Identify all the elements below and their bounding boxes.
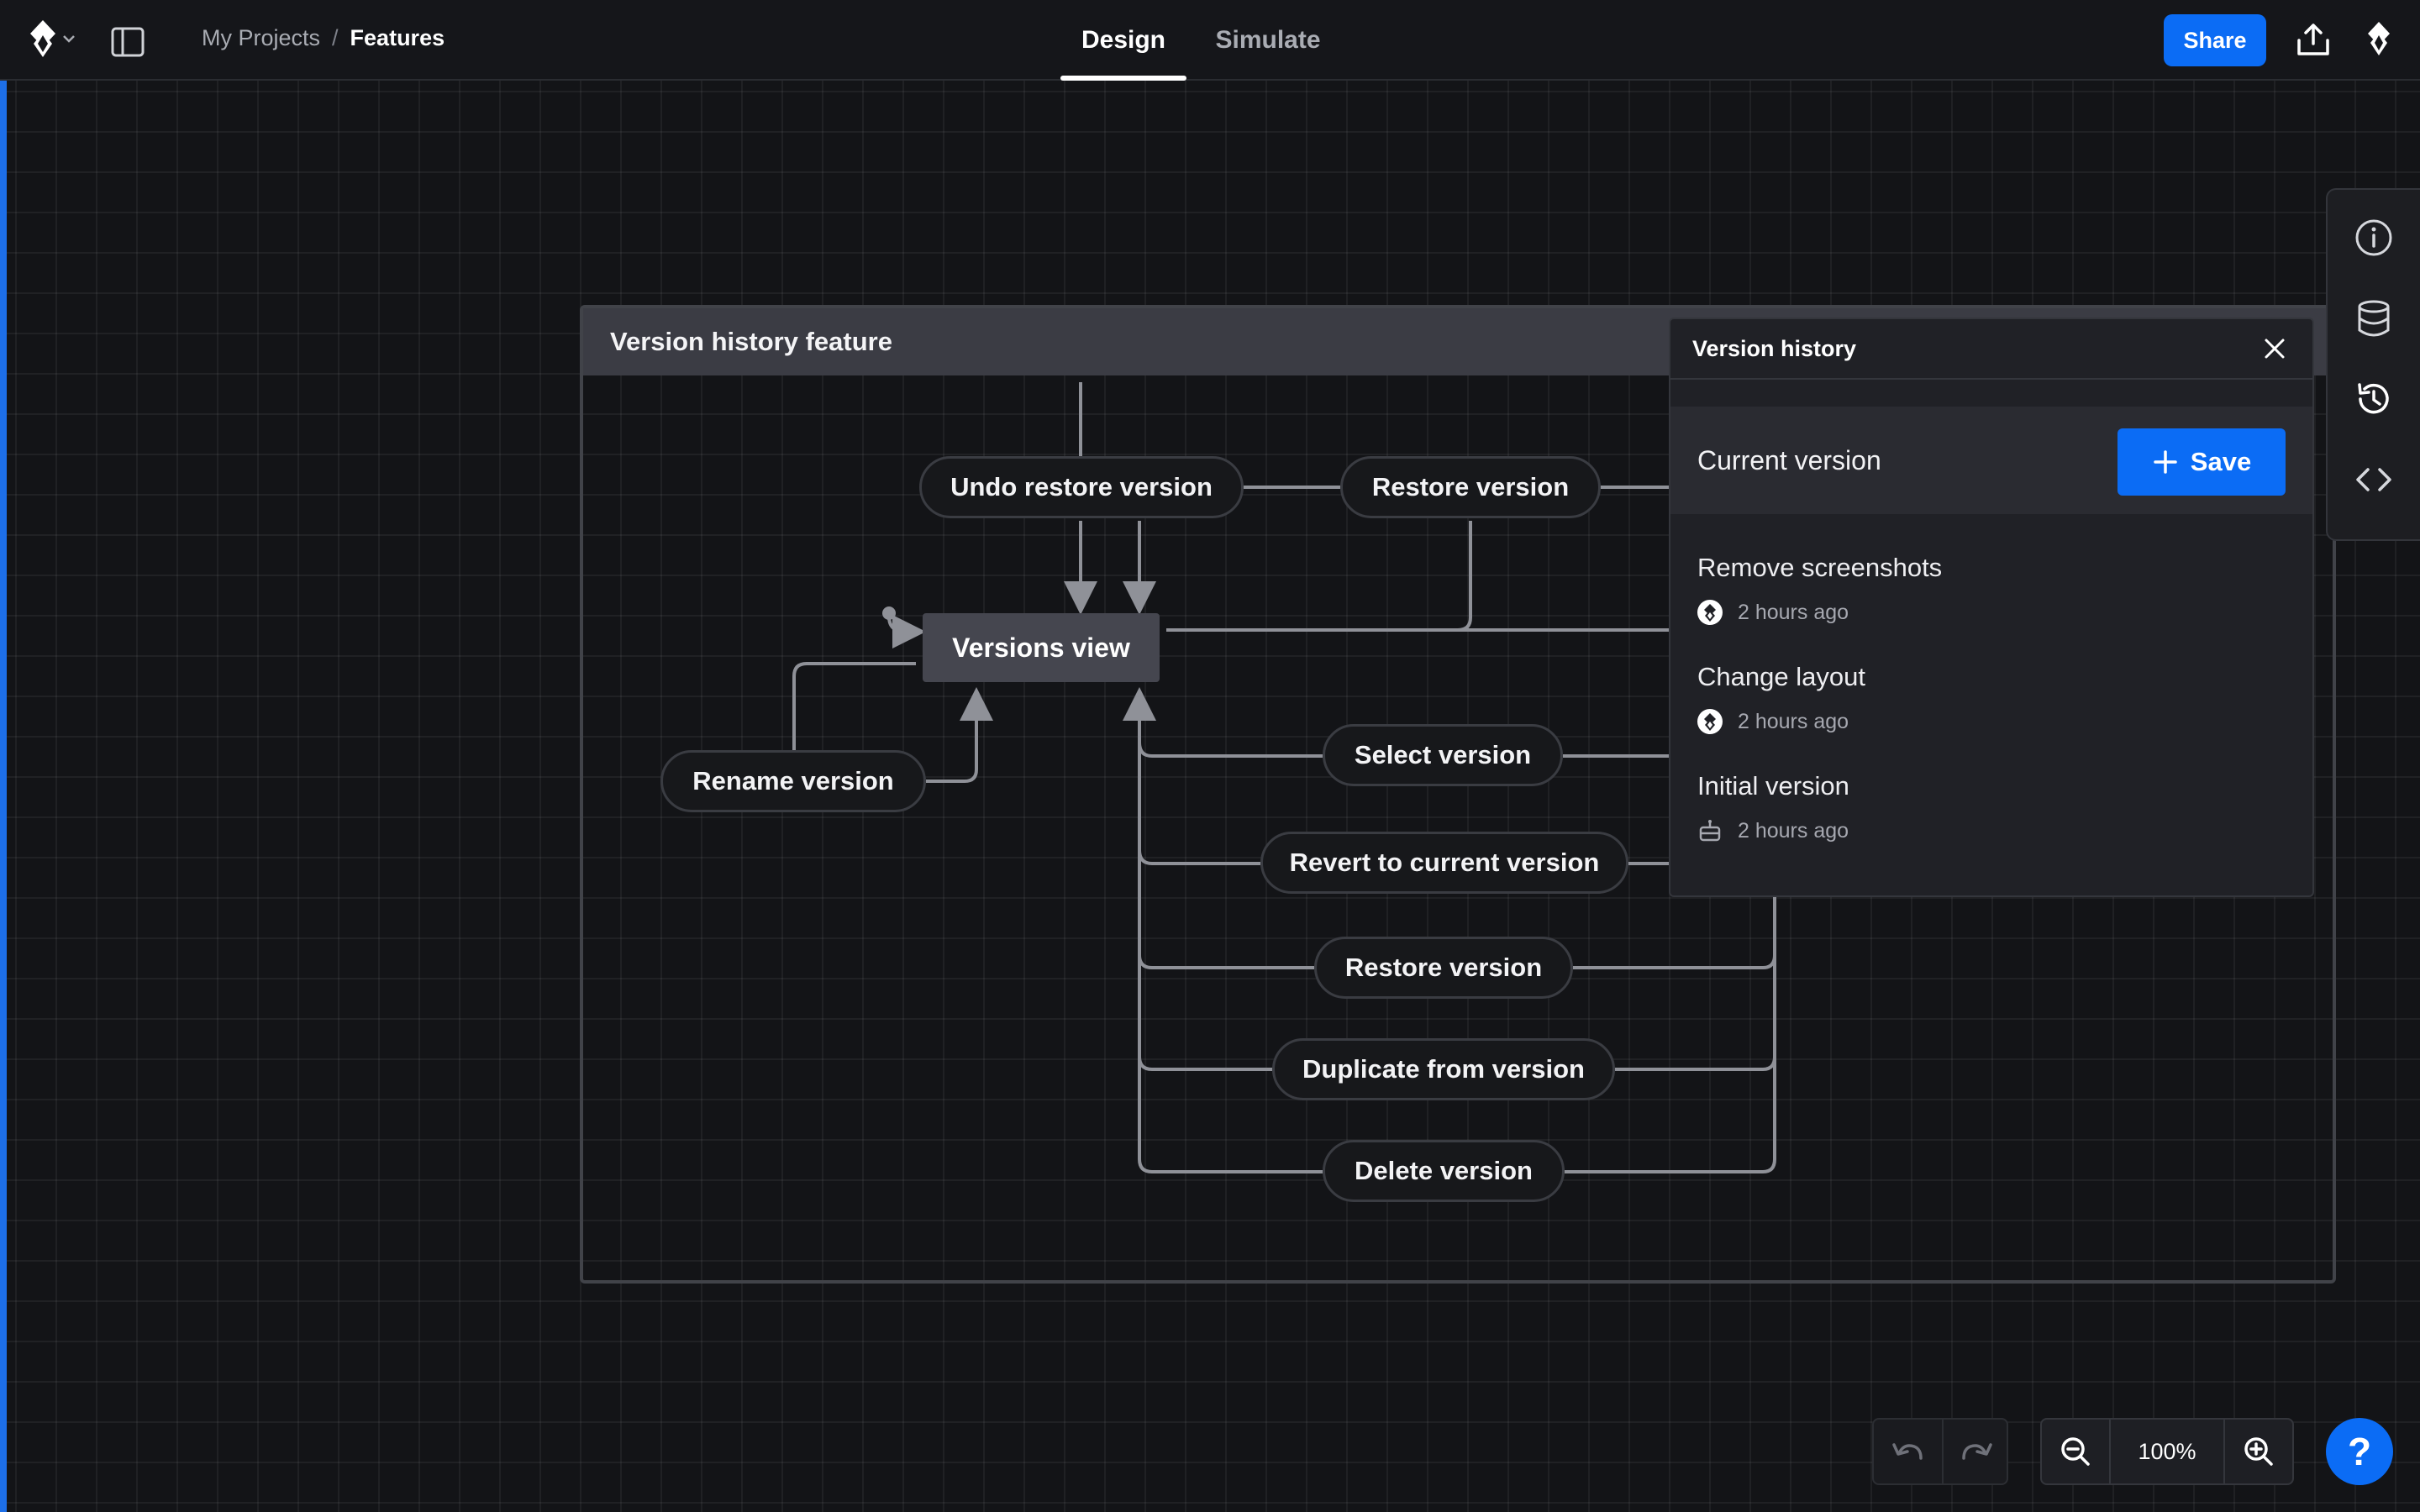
tab-simulate[interactable]: Simulate: [1215, 26, 1321, 54]
version-item[interactable]: Initial version 2 hours ago: [1697, 771, 1849, 843]
event-rename-version[interactable]: Rename version: [660, 750, 926, 812]
version-title: Initial version: [1697, 771, 1849, 801]
redo-button[interactable]: [1942, 1420, 2010, 1483]
version-history-header: Version history: [1670, 319, 2312, 380]
version-title: Remove screenshots: [1697, 553, 1943, 582]
zoom-level[interactable]: 100%: [2109, 1420, 2225, 1483]
redo-icon: [1961, 1443, 1992, 1460]
zoom-in-button[interactable]: [2225, 1420, 2292, 1483]
help-button[interactable]: ?: [2326, 1418, 2393, 1485]
info-icon[interactable]: [2353, 217, 2395, 259]
right-tool-rail: [2326, 188, 2420, 541]
undo-redo-group: [1872, 1418, 2008, 1485]
breadcrumb-features[interactable]: Features: [350, 25, 445, 50]
undo-icon: [1891, 1443, 1923, 1460]
database-icon[interactable]: [2353, 297, 2395, 339]
zoom-controls: 100%: [2040, 1418, 2294, 1485]
breadcrumb-separator: /: [332, 25, 339, 50]
code-icon[interactable]: [2353, 459, 2395, 501]
state-versions-view[interactable]: Versions view: [923, 613, 1160, 682]
event-duplicate-from-version[interactable]: Duplicate from version: [1272, 1038, 1615, 1100]
undo-button[interactable]: [1874, 1420, 1940, 1483]
breadcrumb: My Projects / Features: [202, 25, 445, 51]
app-logo-icon[interactable]: [22, 18, 64, 60]
version-history-title: Version history: [1692, 335, 1857, 361]
left-accent-bar: [0, 81, 7, 1512]
event-undo-restore-version[interactable]: Undo restore version: [919, 456, 1244, 518]
mode-tabs: Design Simulate: [1060, 0, 1339, 81]
current-version-row: Current version Save: [1670, 407, 2312, 514]
top-bar: My Projects / Features Design Simulate S…: [0, 0, 2420, 81]
breadcrumb-my-projects[interactable]: My Projects: [202, 25, 321, 50]
version-time: 2 hours ago: [1738, 709, 1849, 733]
current-version-label: Current version: [1697, 445, 1881, 475]
plus-icon: [2154, 450, 2177, 474]
version-item[interactable]: Change layout 2 hours ago: [1697, 662, 1865, 734]
version-time: 2 hours ago: [1738, 600, 1849, 624]
version-history-panel: Version history Current version Save Rem…: [1669, 318, 2314, 897]
chevron-down-icon[interactable]: [60, 30, 77, 47]
save-label: Save: [2190, 447, 2252, 476]
share-button[interactable]: Share: [2164, 14, 2266, 66]
history-icon[interactable]: [2353, 378, 2395, 420]
event-delete-version[interactable]: Delete version: [1323, 1140, 1565, 1202]
close-icon[interactable]: [2262, 336, 2287, 361]
sidebar-toggle-icon[interactable]: [109, 25, 146, 59]
account-logo-icon[interactable]: [2361, 20, 2396, 59]
app-logo-icon: [1697, 709, 1723, 734]
robot-icon: [1699, 820, 1721, 842]
event-restore-version-top[interactable]: Restore version: [1340, 456, 1601, 518]
version-title: Change layout: [1697, 662, 1865, 691]
app-logo-icon: [1697, 600, 1723, 625]
zoom-out-button[interactable]: [2042, 1420, 2109, 1483]
tab-design[interactable]: Design: [1060, 0, 1186, 81]
zoom-in-icon: [2244, 1437, 2273, 1466]
zoom-out-icon: [2061, 1437, 2090, 1466]
event-restore-version[interactable]: Restore version: [1314, 937, 1573, 999]
version-item[interactable]: Remove screenshots 2 hours ago: [1697, 553, 1942, 625]
version-time: 2 hours ago: [1738, 818, 1849, 843]
event-select-version[interactable]: Select version: [1323, 724, 1563, 786]
help-label: ?: [2347, 1430, 2372, 1473]
upload-icon[interactable]: [2294, 20, 2333, 59]
save-version-button[interactable]: Save: [2118, 428, 2286, 496]
event-revert-to-current-version[interactable]: Revert to current version: [1260, 832, 1628, 894]
